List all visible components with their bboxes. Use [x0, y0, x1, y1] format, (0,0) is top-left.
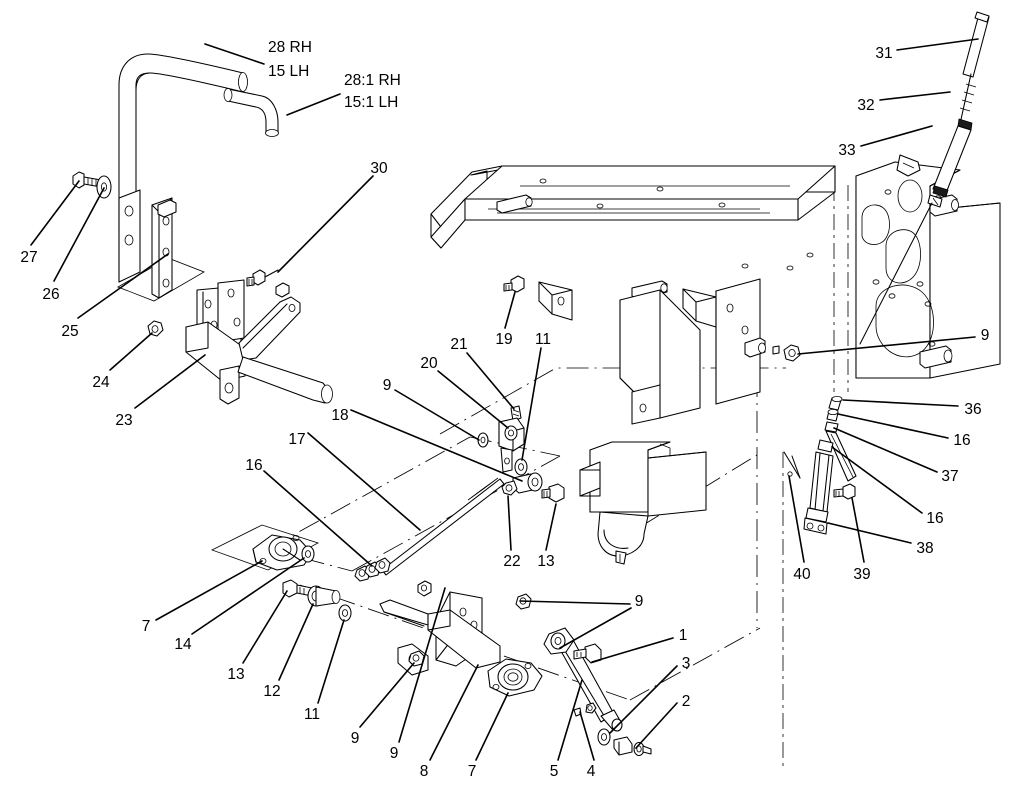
callout-30: 30: [370, 160, 388, 177]
callout-9-right: 9: [981, 327, 990, 344]
callout-22: 22: [503, 553, 520, 570]
callout-16-left: 16: [245, 457, 262, 474]
callout-36: 36: [964, 401, 981, 418]
handle-grip-part: [223, 88, 279, 137]
callout-11-lower: 11: [304, 706, 320, 723]
callout-27: 27: [20, 249, 37, 266]
main-frame-chassis: [430, 154, 1001, 425]
callout-12: 12: [263, 683, 280, 700]
callout-4: 4: [587, 763, 596, 780]
flat-washer-part: [96, 175, 112, 199]
gearbox-block: [579, 441, 707, 565]
callout-39: 39: [853, 566, 870, 583]
callout-28-1-rh: 28:1 RH: [344, 72, 401, 89]
leader-lines: [30, 38, 979, 761]
callout-9-lower-left: 9: [351, 730, 360, 747]
callout-18: 18: [331, 407, 348, 424]
gas-damper-assembly: [543, 627, 652, 757]
turnbuckle-adjuster-assembly: [783, 395, 857, 535]
diagonal-arm-part: [237, 282, 333, 404]
callout-14: 14: [174, 636, 192, 653]
callout-17: 17: [288, 431, 305, 448]
callout-1: 1: [679, 627, 688, 644]
clevis-link-assembly: [477, 275, 565, 503]
callout-7-bottom: 7: [468, 763, 477, 780]
flange-bearing-left-assembly: [252, 534, 315, 571]
callout-40: 40: [793, 566, 811, 583]
callout-11-upper: 11: [535, 331, 551, 348]
callout-21: 21: [450, 336, 467, 353]
callout-13-left: 13: [227, 666, 244, 683]
callout-23: 23: [115, 412, 132, 429]
callout-28-rh: 28 RH: [268, 39, 312, 56]
callout-8: 8: [420, 763, 429, 780]
handle-post-weldment-part: [118, 189, 177, 299]
callout-19: 19: [495, 331, 512, 348]
callout-5: 5: [550, 763, 559, 780]
callout-25: 25: [61, 323, 78, 340]
callout-7-left: 7: [142, 618, 151, 635]
callout-9-upper-left: 9: [383, 377, 392, 394]
lift-rod-assembly: [859, 11, 990, 345]
callout-15-1-lh: 15:1 LH: [344, 94, 398, 111]
pivot-bracket-weldment-part: [185, 279, 251, 405]
control-rod-assembly: [354, 477, 505, 582]
hex-bolt-30-part: [246, 269, 279, 287]
callout-labels: 28 RH 15 LH 28:1 RH 15:1 LH 30 31 32 33 …: [20, 39, 989, 780]
callout-15-lh: 15 LH: [268, 63, 309, 80]
flange-nut-9e-part: [772, 344, 801, 362]
callout-16-lower-right: 16: [926, 510, 943, 527]
callout-26: 26: [42, 286, 59, 303]
callout-32: 32: [857, 97, 874, 114]
callout-2: 2: [682, 693, 691, 710]
callout-3: 3: [682, 655, 691, 672]
callout-33: 33: [838, 142, 855, 159]
callout-31: 31: [875, 45, 892, 62]
callout-9-lower: 9: [390, 745, 399, 762]
callout-24: 24: [92, 374, 110, 391]
callout-38: 38: [916, 540, 933, 557]
callout-13-center: 13: [537, 553, 554, 570]
callout-20: 20: [420, 355, 438, 372]
bushing-spacer-left-assembly: [282, 579, 352, 622]
callout-9-group: 9: [635, 593, 644, 610]
callout-16-upper-right: 16: [953, 432, 970, 449]
lift-arm-weldment-assembly: [379, 580, 543, 697]
callout-37: 37: [941, 468, 958, 485]
